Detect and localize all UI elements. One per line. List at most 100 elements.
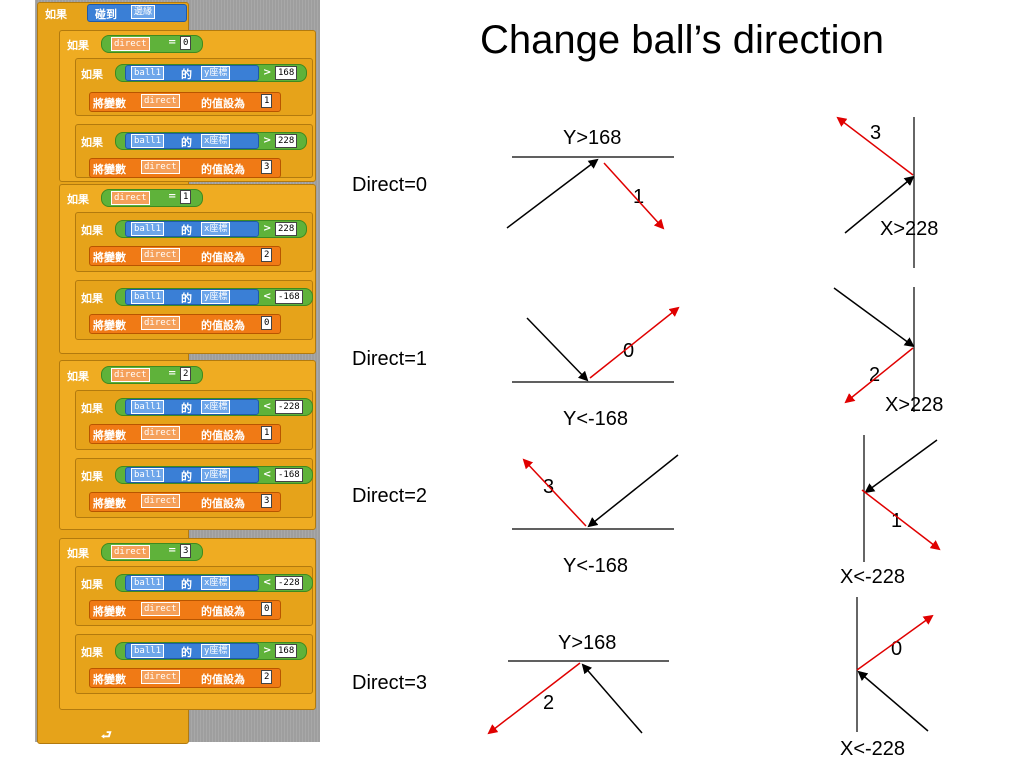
r2-y-reflected-arrow <box>522 458 587 527</box>
r0-y-incoming-arrow <box>506 158 599 229</box>
r3-y-reflected-arrow <box>487 662 581 735</box>
attribute-dropdown[interactable]: x座標 <box>201 576 231 590</box>
edge-dropdown[interactable]: 邊緣 <box>131 5 156 19</box>
set-keyword: 將變數 <box>93 251 126 264</box>
value-box[interactable]: 2 <box>261 670 273 684</box>
r3-y-incoming-arrow <box>581 663 643 734</box>
value-box[interactable]: 3 <box>261 494 273 508</box>
if-keyword: 如果 <box>67 370 89 383</box>
variable-dropdown[interactable]: direct <box>141 494 180 508</box>
sprite-dropdown[interactable]: ball1 <box>131 134 165 148</box>
value-box[interactable]: 228 <box>275 134 298 148</box>
value-box[interactable]: -168 <box>275 468 303 482</box>
set-variable-block[interactable] <box>89 600 281 620</box>
set-variable-block[interactable] <box>89 668 281 688</box>
value-box[interactable]: -228 <box>275 400 303 414</box>
attribute-dropdown[interactable]: y座標 <box>201 468 231 482</box>
r1-x-bound-label: X>228 <box>885 394 944 416</box>
if-keyword: 如果 <box>81 470 103 483</box>
gt-sign: > <box>263 135 272 146</box>
value-box[interactable]: -168 <box>275 290 303 304</box>
variable-dropdown[interactable]: direct <box>141 160 180 174</box>
direct-1-label: Direct=1 <box>352 348 428 370</box>
of-keyword: 的 <box>181 224 192 237</box>
set-variable-block[interactable] <box>89 92 281 112</box>
touching-keyword: 碰到 <box>95 8 117 21</box>
sprite-dropdown[interactable]: ball1 <box>131 576 165 590</box>
r0-x-new-direction: 3 <box>870 122 882 144</box>
of-keyword: 的 <box>181 646 192 659</box>
sprite-dropdown[interactable]: ball1 <box>131 400 165 414</box>
sprite-dropdown[interactable]: ball1 <box>131 644 165 658</box>
equals-sign: = <box>168 37 177 48</box>
if-keyword: 如果 <box>81 68 103 81</box>
set-variable-block[interactable] <box>89 314 281 334</box>
value-box[interactable]: 228 <box>275 222 298 236</box>
value-box[interactable]: 0 <box>180 36 192 50</box>
value-box[interactable]: 1 <box>261 94 273 108</box>
if-keyword: 如果 <box>67 39 89 52</box>
setto-keyword: 的值設為 <box>201 97 245 110</box>
value-box[interactable]: 2 <box>180 367 192 381</box>
r2-y-bound-label: Y<-168 <box>563 555 629 577</box>
set-keyword: 將變數 <box>93 673 126 686</box>
direct-0-label: Direct=0 <box>352 174 428 196</box>
if-keyword: 如果 <box>45 8 67 21</box>
setto-keyword: 的值設為 <box>201 163 245 176</box>
sprite-dropdown[interactable]: ball1 <box>131 290 165 304</box>
lt-sign: < <box>263 577 272 588</box>
value-box[interactable]: 0 <box>261 316 273 330</box>
sprite-dropdown[interactable]: ball1 <box>131 222 165 236</box>
sprite-dropdown[interactable]: ball1 <box>131 66 165 80</box>
of-keyword: 的 <box>181 402 192 415</box>
if-keyword: 如果 <box>81 224 103 237</box>
attribute-dropdown[interactable]: x座標 <box>201 400 231 414</box>
attribute-dropdown[interactable]: y座標 <box>201 290 231 304</box>
value-box[interactable]: 3 <box>261 160 273 174</box>
set-keyword: 將變數 <box>93 319 126 332</box>
value-box[interactable]: 1 <box>180 190 192 204</box>
r3-x-incoming-arrow <box>857 670 929 732</box>
r0-y-new-direction: 1 <box>633 186 645 208</box>
attribute-dropdown[interactable]: y座標 <box>201 644 231 658</box>
set-variable-block[interactable] <box>89 492 281 512</box>
variable-dropdown[interactable]: direct <box>141 670 180 684</box>
of-keyword: 的 <box>181 470 192 483</box>
variable-dropdown[interactable]: direct <box>141 426 180 440</box>
set-variable-block[interactable] <box>89 246 281 266</box>
attribute-dropdown[interactable]: x座標 <box>201 222 231 236</box>
lt-sign: < <box>263 291 272 302</box>
r2-x-new-direction: 1 <box>891 510 903 532</box>
value-box[interactable]: 1 <box>261 426 273 440</box>
variable-dropdown[interactable]: direct <box>141 94 180 108</box>
r2-y-new-direction: 3 <box>543 476 555 498</box>
variable-dropdown[interactable]: direct <box>141 316 180 330</box>
set-keyword: 將變數 <box>93 605 126 618</box>
slide-title: Change ball’s direction <box>480 18 884 62</box>
r3-y-bound-label: Y>168 <box>558 632 617 654</box>
attribute-dropdown[interactable]: x座標 <box>201 134 231 148</box>
r0-y-bound-label: Y>168 <box>563 127 622 149</box>
sprite-dropdown[interactable]: ball1 <box>131 468 165 482</box>
attribute-dropdown[interactable]: y座標 <box>201 66 231 80</box>
set-variable-block[interactable] <box>89 424 281 444</box>
value-box[interactable]: 2 <box>261 248 273 262</box>
value-box[interactable]: 168 <box>275 644 298 658</box>
equals-sign: = <box>168 545 177 556</box>
if-keyword: 如果 <box>81 136 103 149</box>
setto-keyword: 的值設為 <box>201 673 245 686</box>
variable-dropdown[interactable]: direct <box>141 248 180 262</box>
if-keyword: 如果 <box>81 402 103 415</box>
value-box[interactable]: 168 <box>275 66 298 80</box>
value-box[interactable]: 0 <box>261 602 273 616</box>
setto-keyword: 的值設為 <box>201 497 245 510</box>
direct-reporter: direct <box>111 545 150 559</box>
setto-keyword: 的值設為 <box>201 429 245 442</box>
set-keyword: 將變數 <box>93 97 126 110</box>
set-variable-block[interactable] <box>89 158 281 178</box>
value-box[interactable]: 3 <box>180 544 192 558</box>
of-keyword: 的 <box>181 136 192 149</box>
setto-keyword: 的值設為 <box>201 319 245 332</box>
value-box[interactable]: -228 <box>275 576 303 590</box>
variable-dropdown[interactable]: direct <box>141 602 180 616</box>
